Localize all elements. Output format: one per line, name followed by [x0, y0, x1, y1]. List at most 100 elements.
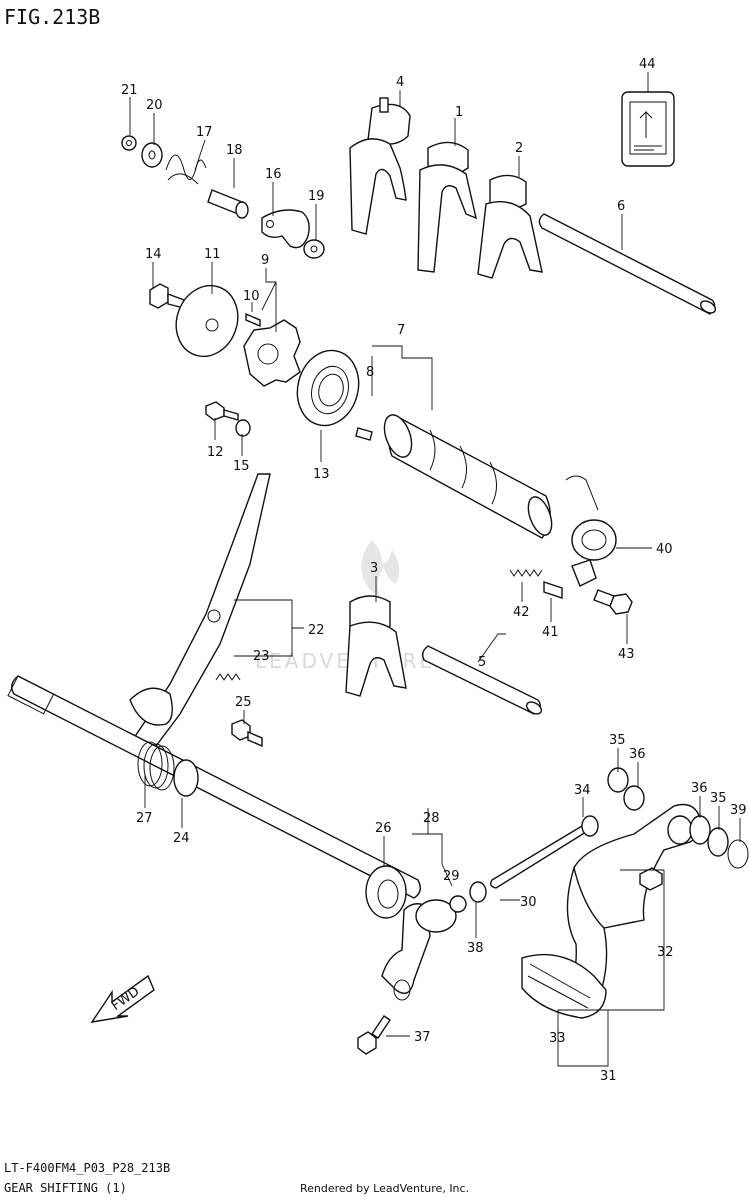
shift-fork-2[interactable]	[477, 174, 543, 279]
callout-31: 31	[600, 1069, 617, 1084]
callout-13: 13	[313, 467, 330, 482]
pin-41[interactable]	[543, 581, 563, 599]
callout-34: 34	[574, 783, 591, 798]
callout-7: 7	[397, 323, 405, 338]
fwd-arrow: FWD	[90, 974, 155, 1023]
callout-15: 15	[233, 459, 250, 474]
pin-8[interactable]	[355, 427, 373, 441]
callout-36b: 36	[691, 781, 708, 796]
shift-fork-1[interactable]	[417, 141, 477, 273]
callout-27: 27	[136, 811, 153, 826]
callout-26: 26	[375, 821, 392, 836]
shift-drum-7[interactable]	[379, 411, 556, 539]
figure-caption: GEAR SHIFTING (1)	[4, 1181, 127, 1195]
gearshift-cam-9[interactable]	[243, 319, 301, 387]
callout-42: 42	[513, 605, 530, 620]
shift-fork-4[interactable]	[349, 97, 411, 235]
callout-4: 4	[396, 75, 404, 90]
washer-19[interactable]	[303, 239, 325, 259]
svg-text:LEADVENTURE: LEADVENTURE	[255, 649, 435, 673]
washer-35b[interactable]	[707, 827, 729, 857]
callout-3: 3	[370, 561, 378, 576]
fork-shaft-6[interactable]	[538, 213, 717, 315]
shift-fork-3[interactable]	[345, 595, 407, 697]
gearshift-arm-22[interactable]	[128, 473, 271, 755]
callout-36a: 36	[629, 747, 646, 762]
spring-27[interactable]	[137, 741, 175, 791]
nut-21[interactable]	[121, 135, 137, 151]
bearing-13[interactable]	[289, 344, 367, 433]
callout-40: 40	[656, 542, 673, 557]
callout-9: 9	[261, 253, 269, 268]
callout-2: 2	[515, 141, 523, 156]
bolt-43[interactable]	[593, 589, 633, 615]
callout-44: 44	[639, 57, 656, 72]
model-code: LT-F400FM4_P03_P28_213B	[4, 1161, 170, 1175]
pin-10[interactable]	[245, 312, 261, 328]
callout-17: 17	[196, 125, 213, 140]
callout-6: 6	[617, 199, 625, 214]
callout-11: 11	[204, 247, 221, 262]
fork-shaft-5[interactable]	[421, 645, 544, 716]
callout-28: 28	[423, 811, 440, 826]
callout-43: 43	[618, 647, 635, 662]
stopper-16[interactable]	[261, 209, 310, 249]
bolt-18[interactable]	[207, 189, 249, 219]
callout-10: 10	[243, 289, 260, 304]
nut-34[interactable]	[581, 815, 599, 837]
callout-38: 38	[467, 941, 484, 956]
callout-22: 22	[308, 623, 325, 638]
gear-position-switch-40[interactable]	[565, 475, 617, 587]
callout-39: 39	[730, 803, 747, 818]
callout-30: 30	[520, 895, 537, 910]
circlip-39[interactable]	[727, 839, 749, 869]
shift-lever-28[interactable]	[381, 899, 457, 1001]
callout-41: 41	[542, 625, 559, 640]
spring-23[interactable]	[215, 673, 241, 681]
washer-24[interactable]	[173, 759, 199, 797]
callout-14: 14	[145, 247, 162, 262]
callout-29: 29	[443, 869, 460, 884]
washer-36b[interactable]	[689, 815, 711, 845]
plate-11[interactable]	[166, 277, 247, 365]
bolt-37[interactable]	[357, 1015, 391, 1055]
nut-38[interactable]	[469, 881, 487, 903]
callout-35a: 35	[609, 733, 626, 748]
callout-37: 37	[414, 1030, 431, 1045]
callout-19: 19	[308, 189, 325, 204]
callout-8: 8	[366, 365, 374, 380]
callout-labels: 1 2 3 4 5 6 7 8 9 10 11 12 13 14 15 16 1…	[121, 57, 747, 1084]
shift-pattern-label[interactable]	[621, 91, 675, 167]
figure-title: FIG.213B	[4, 5, 100, 29]
callout-20: 20	[146, 98, 163, 113]
callout-33: 33	[549, 1031, 566, 1046]
callout-12: 12	[207, 445, 224, 460]
washer-20[interactable]	[141, 142, 163, 168]
washer-15[interactable]	[235, 419, 251, 437]
callout-21: 21	[121, 83, 138, 98]
bolt-14[interactable]	[149, 283, 185, 309]
bolt-32[interactable]	[639, 867, 663, 891]
pedal-rubber-33[interactable]	[521, 953, 607, 1019]
gearshift-shaft[interactable]	[7, 675, 421, 899]
callout-32: 32	[657, 945, 674, 960]
spring-17[interactable]	[165, 154, 207, 185]
bolt-12[interactable]	[205, 401, 239, 421]
callout-23: 23	[253, 649, 270, 664]
washer-36a[interactable]	[623, 785, 645, 811]
leader-lines	[129, 72, 741, 1067]
seal-26[interactable]	[365, 865, 407, 919]
callout-24: 24	[173, 831, 190, 846]
callout-1: 1	[455, 105, 463, 120]
spring-42[interactable]	[509, 569, 543, 577]
callout-18: 18	[226, 143, 243, 158]
callout-16: 16	[265, 167, 282, 182]
callout-35b: 35	[710, 791, 727, 806]
joint-29[interactable]	[449, 895, 467, 913]
render-credit: Rendered by LeadVenture, Inc.	[300, 1182, 469, 1195]
bolt-25[interactable]	[231, 719, 263, 748]
watermark: LEADVENTURE	[255, 540, 435, 673]
callout-25: 25	[235, 695, 252, 710]
callout-5: 5	[478, 655, 486, 670]
